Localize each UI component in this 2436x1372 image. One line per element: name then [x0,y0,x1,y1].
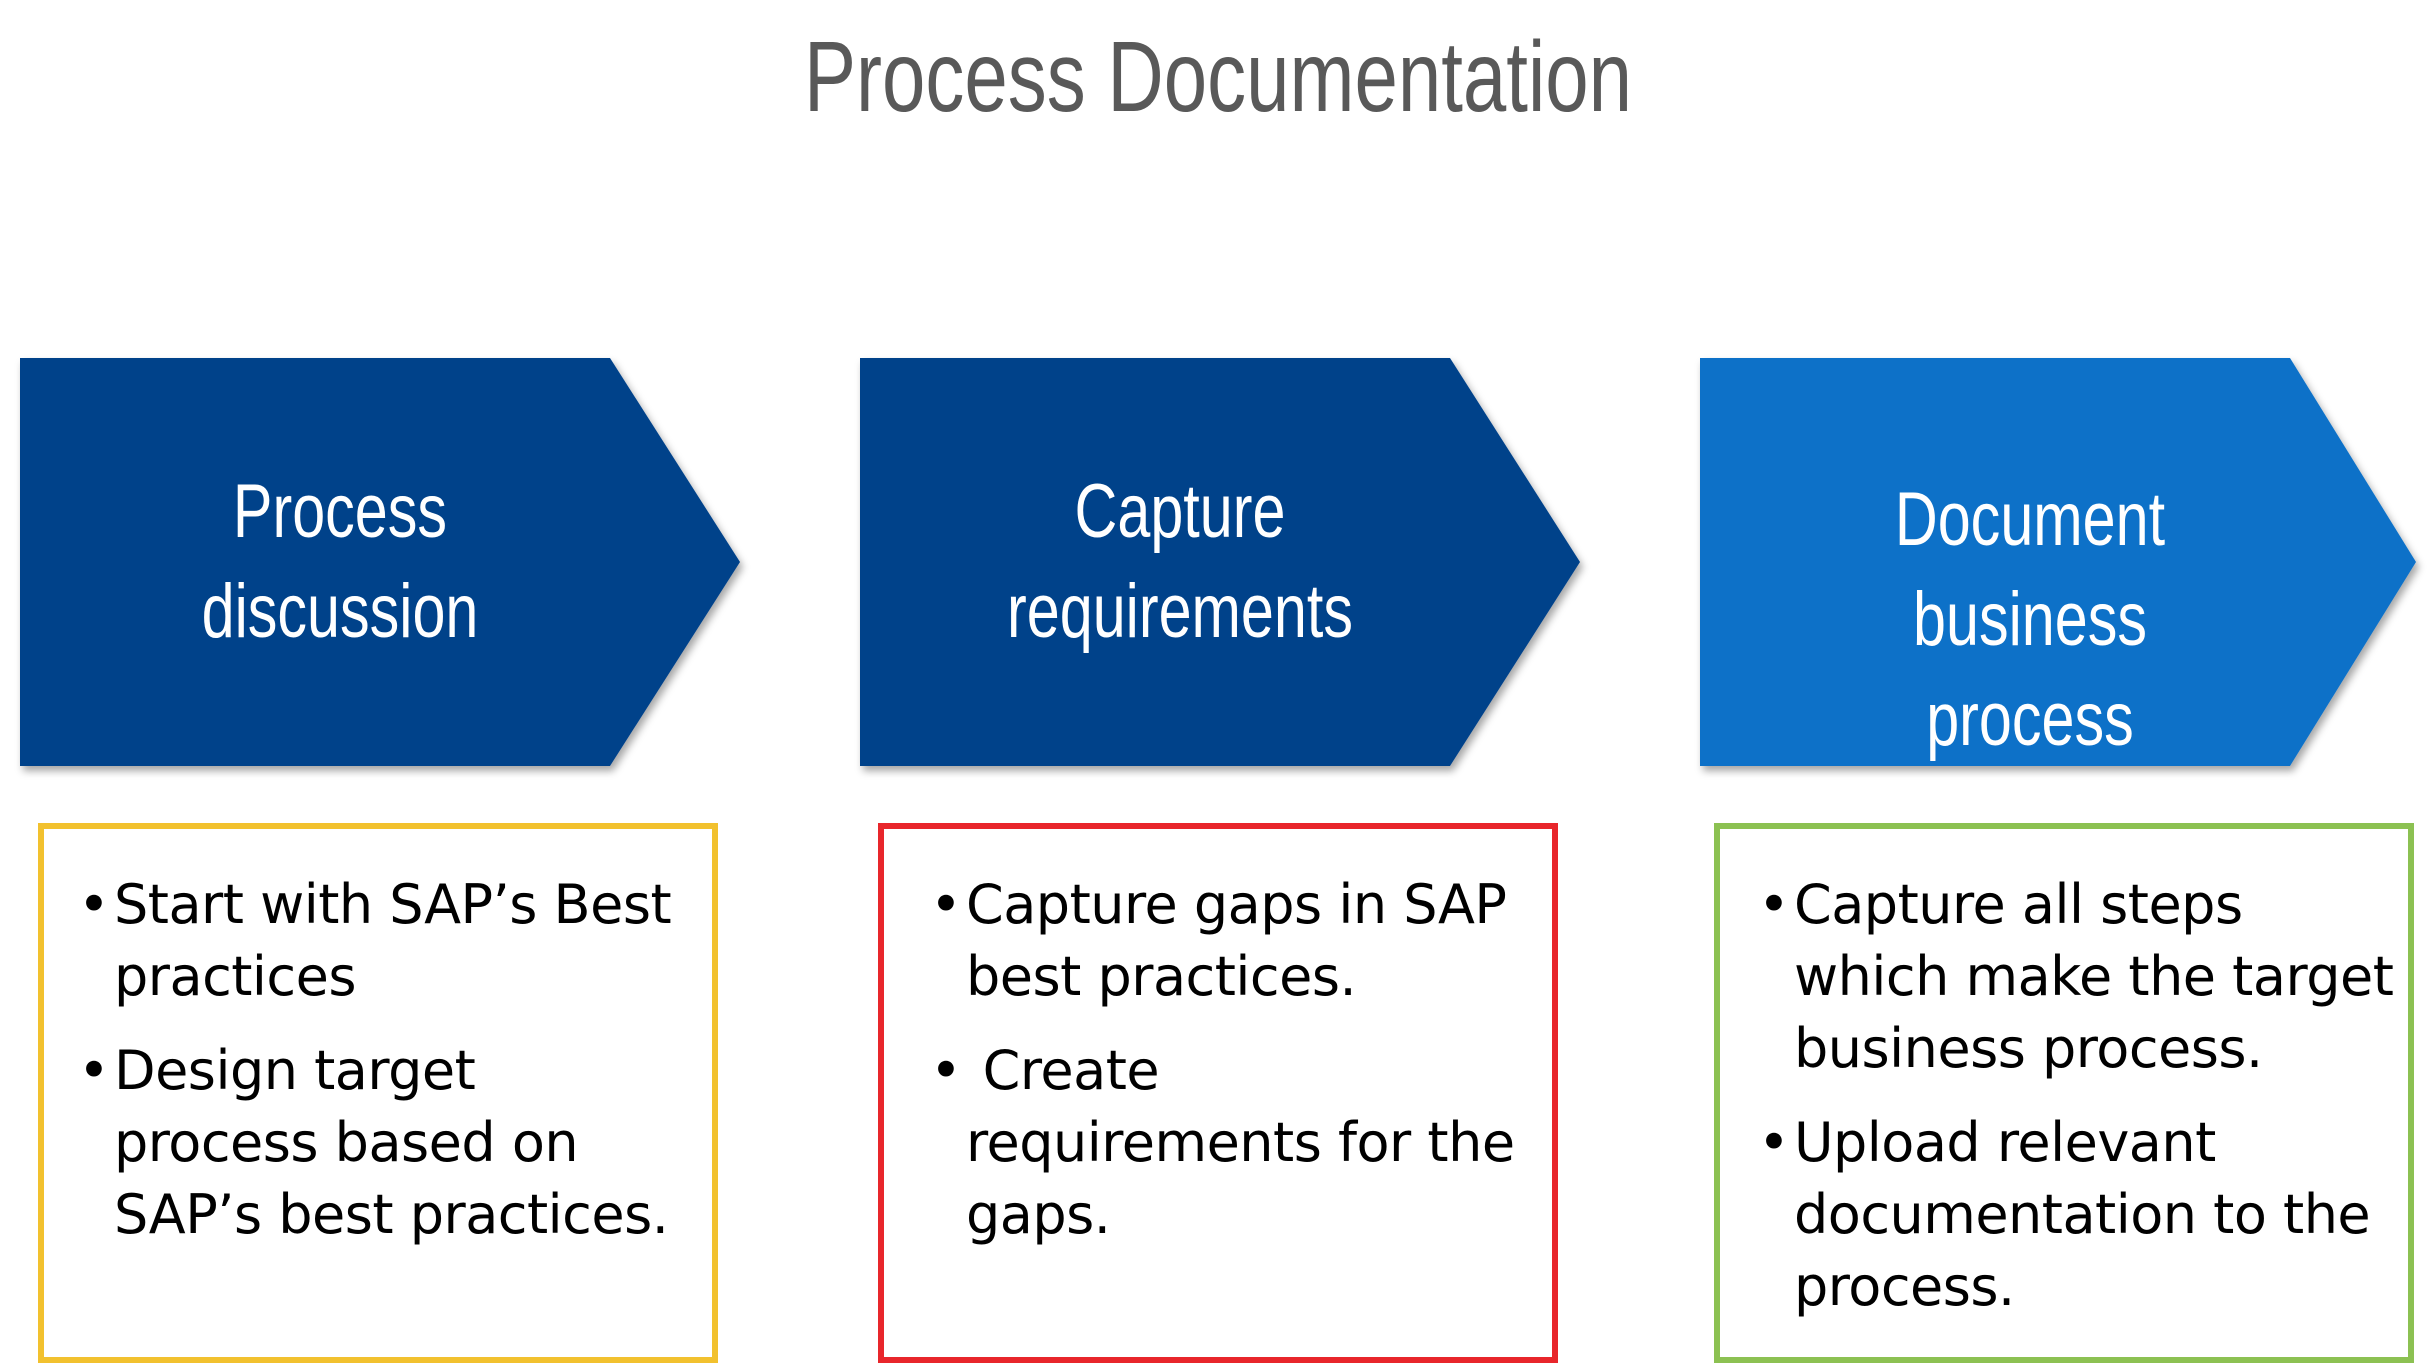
bullet-list: •Start with SAP’s Best practices •Design… [54,869,688,1251]
step-arrow-process-discussion: Process discussion [20,358,740,766]
bullet-icon: • [930,1039,962,1102]
bullet-item: •Capture all steps which make the target… [1734,869,2394,1085]
step-label: Capture requirements [860,358,1500,766]
step-label: Process discussion [20,358,660,766]
bullet-text: Upload relevant documentation to the pro… [1794,1111,2371,1318]
bullet-text: Start with SAP’s Best practices [114,873,672,1008]
bullet-icon: • [78,873,110,936]
step-label: Document business process [1700,358,2340,766]
bullet-list: •Capture gaps in SAP best practices. • C… [906,869,1528,1251]
chevron-arrow-shape [20,358,740,766]
bullet-text: Capture gaps in SAP best practices. [966,873,1507,1008]
page-title: Process Documentation [803,21,1633,133]
step-arrow-capture-requirements: Capture requirements [860,358,1580,766]
step-label-text: Document business process [1894,477,2166,762]
bullet-item: •Start with SAP’s Best practices [54,869,688,1013]
bullet-item: •Capture gaps in SAP best practices. [906,869,1528,1013]
step-details-box-2: •Capture gaps in SAP best practices. • C… [878,823,1558,1363]
chevron-arrow-shape [860,358,1580,766]
bullet-text: Create requirements for the gaps. [966,1039,1532,1246]
bullet-icon: • [78,1039,110,1102]
bullet-list: •Capture all steps which make the target… [1734,869,2394,1323]
step-label-text: Capture requirements [1007,469,1353,654]
bullet-text: Design target process based on SAP’s bes… [114,1039,669,1246]
step-arrow-document-business-process: Document business process [1700,358,2420,766]
bullet-item: • Create requirements for the gaps. [906,1035,1528,1251]
step-details-box-3: •Capture all steps which make the target… [1714,823,2414,1363]
chevron-arrow-shape [1700,358,2416,766]
bullet-item: •Design target process based on SAP’s be… [54,1035,688,1251]
bullet-text: Capture all steps which make the target … [1794,873,2394,1080]
bullet-icon: • [930,873,962,936]
bullet-icon: • [1758,1111,1790,1174]
step-label-text: Process discussion [201,469,479,654]
step-details-box-1: •Start with SAP’s Best practices •Design… [38,823,718,1363]
bullet-icon: • [1758,873,1790,936]
bullet-item: •Upload relevant documentation to the pr… [1734,1107,2394,1323]
